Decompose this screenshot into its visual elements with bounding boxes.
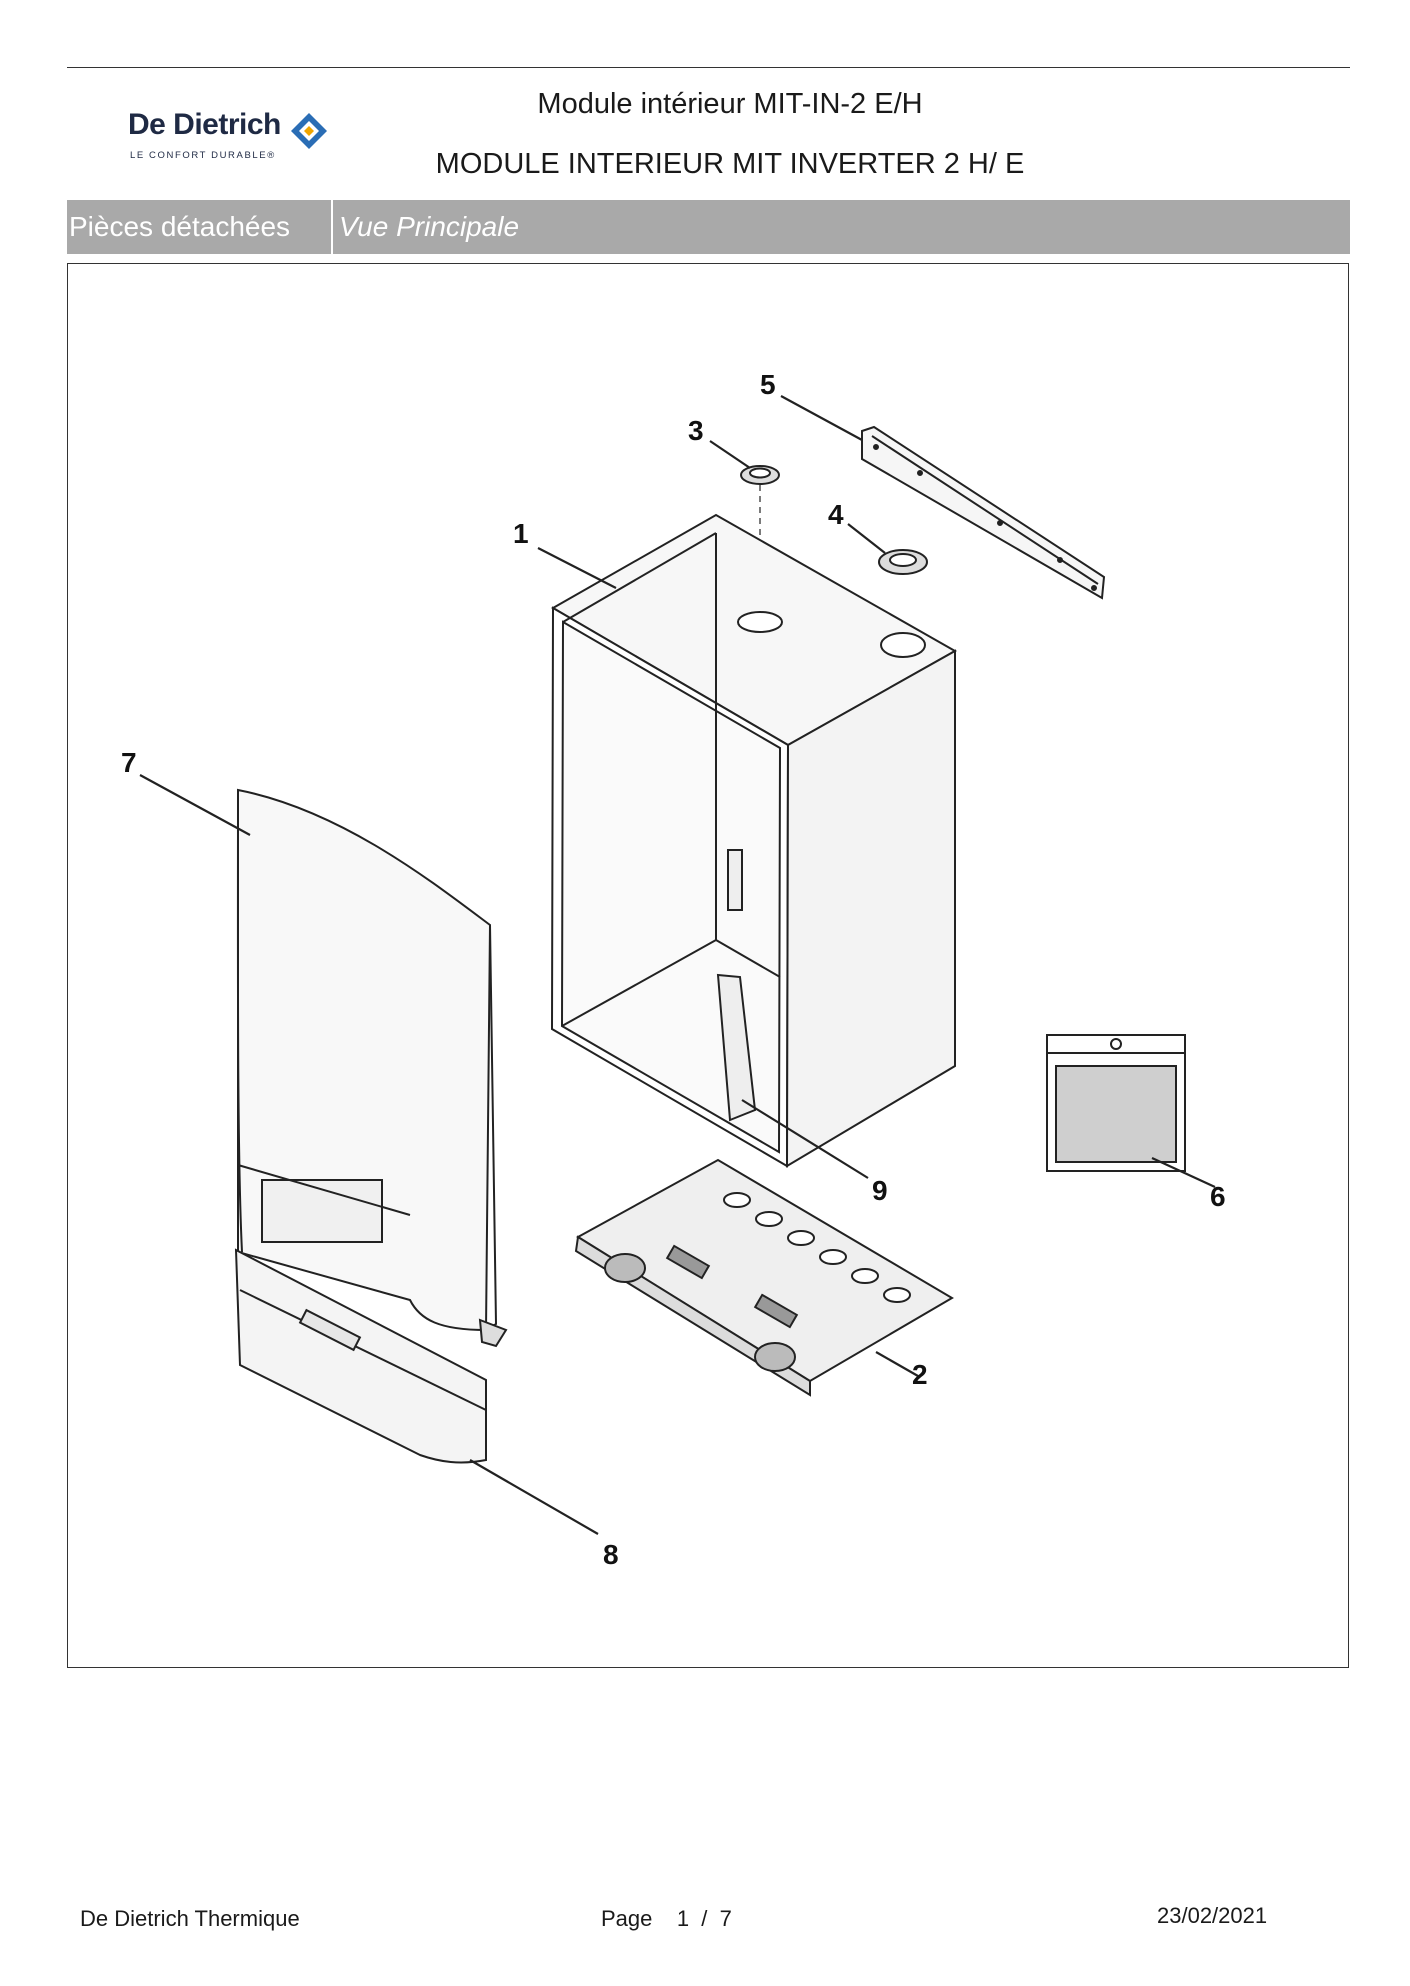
part-2-base-tray: [574, 1158, 954, 1397]
part-1-casing: [550, 513, 958, 1168]
section-category: Pièces détachées: [67, 200, 333, 254]
section-bar: Pièces détachées Vue Principale: [67, 200, 1350, 254]
callout-8: 8: [603, 1539, 619, 1570]
callout-1: 1: [513, 518, 529, 549]
footer-company: De Dietrich Thermique: [80, 1906, 300, 1931]
footer-page-number: Page 1 / 7: [601, 1906, 732, 1931]
callout-9: 9: [872, 1175, 888, 1206]
brand-logo: De Dietrich LE CONFORT DURABLE®: [128, 108, 368, 170]
brand-name: De Dietrich: [128, 108, 281, 141]
brand-tagline: LE CONFORT DURABLE®: [130, 150, 276, 161]
part-8-bottom-trim: [234, 1248, 487, 1464]
callout-leader-lines: [139, 395, 1216, 1535]
callout-6: 6: [1210, 1181, 1226, 1212]
callout-3: 3: [688, 415, 704, 446]
footer-date: 23/02/2021: [1157, 1903, 1268, 1928]
part-4-grommet: [878, 549, 928, 575]
callout-2: 2: [912, 1359, 928, 1390]
document-title: Module intérieur MIT-IN-2 E/H: [537, 88, 923, 120]
document-subtitle: MODULE INTERIEUR MIT INVERTER 2 H/ E: [435, 148, 1025, 180]
section-view-name: Vue Principale: [339, 211, 520, 242]
diamond-logo-icon: [291, 113, 327, 149]
part-6-label-pouch: [1046, 1034, 1186, 1172]
drawing-frame: [67, 263, 1349, 1668]
part-5-mounting-rail: [861, 425, 1106, 600]
callout-4: 4: [828, 499, 844, 530]
part-3-grommet: [740, 465, 780, 620]
callout-5: 5: [760, 369, 776, 400]
top-rule: [67, 67, 1350, 68]
callout-7: 7: [121, 747, 137, 778]
part-7-front-panel: [236, 788, 508, 1348]
